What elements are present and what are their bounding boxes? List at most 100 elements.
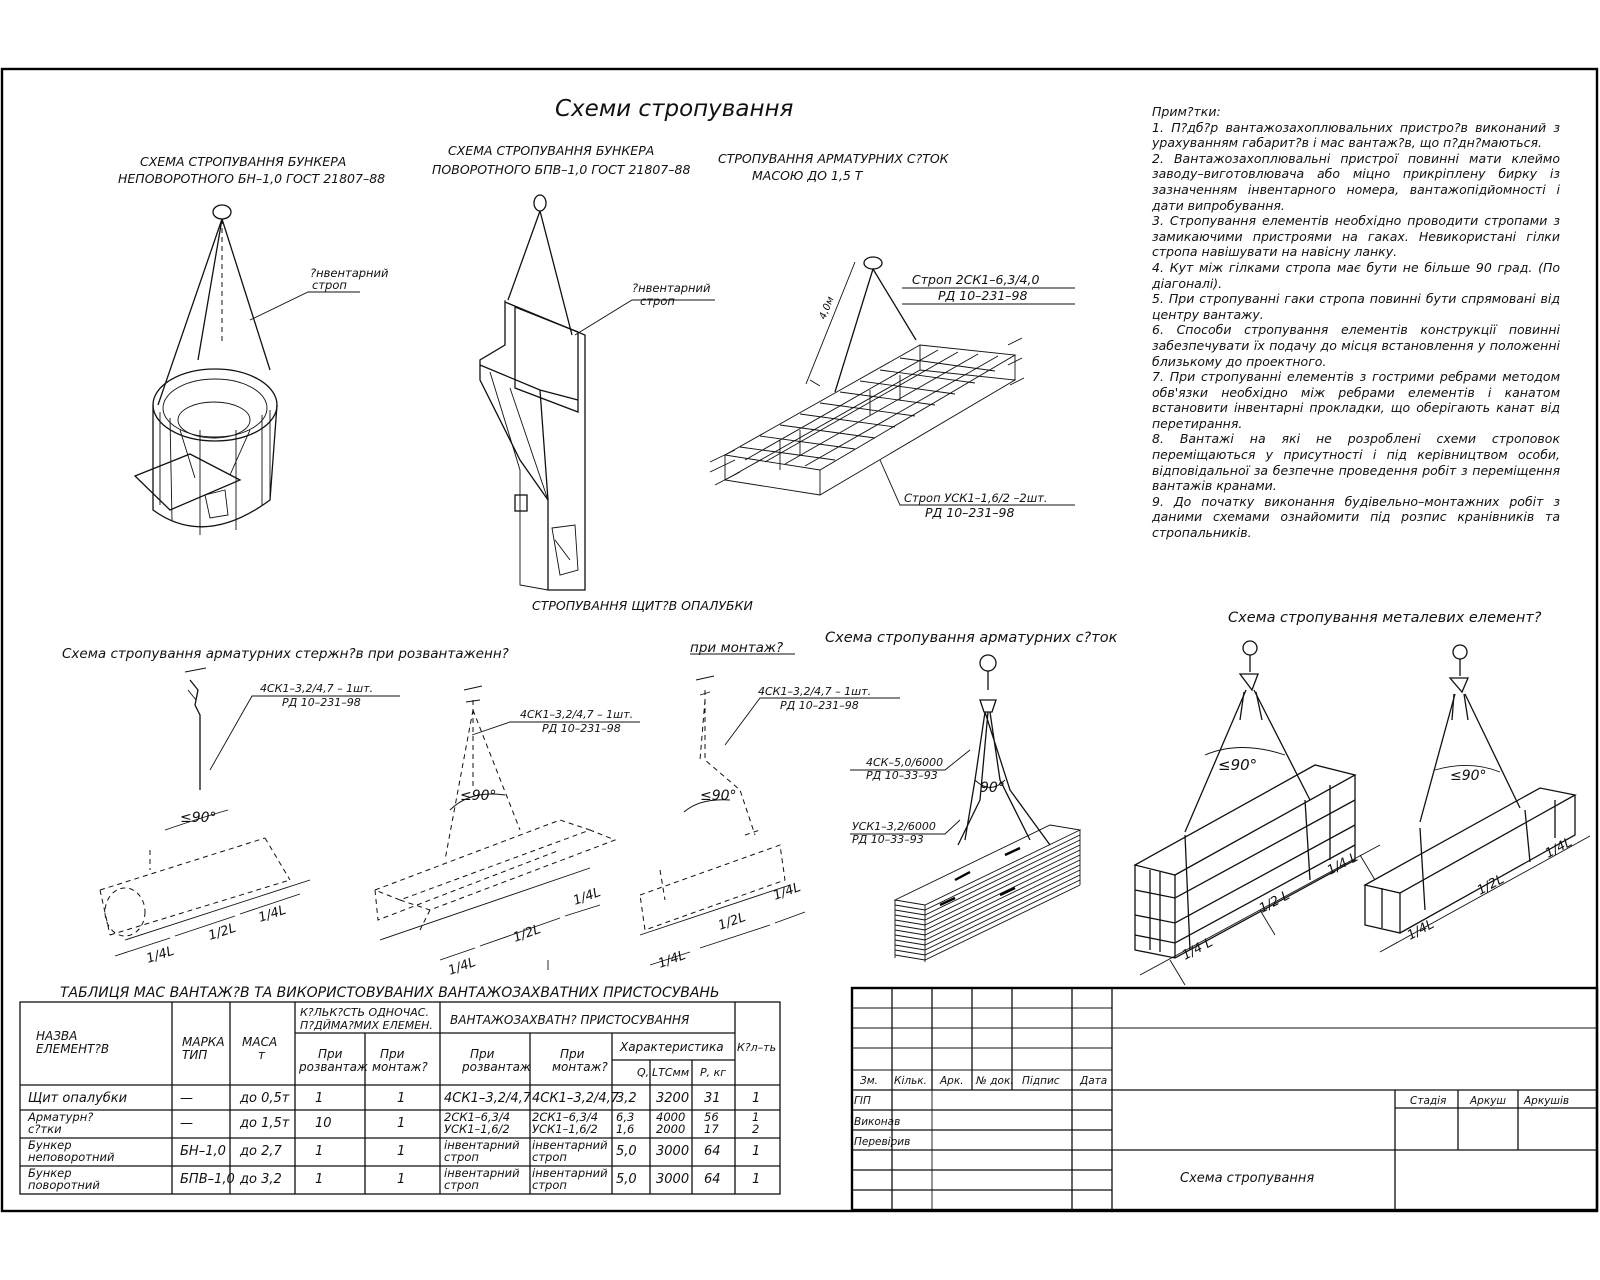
stamp-col-qty: Кільк. <box>894 1075 927 1087</box>
rods-dim-b-h: 1/2L <box>511 922 543 946</box>
rods-sling-a-2: РД 10–231–98 <box>282 696 361 709</box>
th-count-unload-2: розвантаж <box>298 1060 368 1074</box>
table-cell-name: Арматурн? <box>27 1110 93 1124</box>
rods-dim-c-h: 1/2L <box>716 910 748 934</box>
table-cell-mark: — <box>180 1116 193 1131</box>
table-cell-q: 5,0 <box>616 1172 637 1187</box>
note-item: 7. При стропуванні елементів з гострими … <box>1152 369 1560 431</box>
table-cell-qty: 1 <box>752 1144 760 1159</box>
bunker-fixed-scheme: СХЕМА СТРОПУВАННЯ БУНКЕРА НЕПОВОРОТНОГО … <box>118 154 389 535</box>
rods-sling-c-1: 4СК1–3,2/4,7 – 1шт. <box>758 685 871 698</box>
mesh-light-sling-top-1: Строп 2СК1–6,3/4,0 <box>912 272 1040 287</box>
notes-block: Прим?тки: 1. П?дб?р вантажозахоплювальни… <box>1152 104 1560 541</box>
stamp-sheets: Аркушів <box>1523 1095 1569 1107</box>
stamp-col-change: Зм. <box>860 1075 878 1087</box>
th-name-2: ЕЛЕМЕНТ?В <box>36 1042 109 1056</box>
mesh-heavy-sling-1a: 4СК–5,0/6000 <box>866 756 943 769</box>
table-cell-p: 17 <box>704 1122 719 1136</box>
rods-title-mount: при монтаж? <box>690 640 783 656</box>
stamp-col-date: Дата <box>1079 1075 1107 1087</box>
title-block: Зм. Кільк. Арк. № док. Підпис Дата ГІП В… <box>850 986 1599 1212</box>
metal-angle-2: ≤90° <box>1450 768 1487 784</box>
th-mass-2: т <box>258 1048 266 1062</box>
table-cell-du: 4СК1–3,2/4,7 <box>444 1091 532 1106</box>
bunker-rotary-title-2: ПОВОРОТНОГО БПВ–1,0 ГОСТ 21807–88 <box>432 162 690 177</box>
bunker-fixed-strop-label-2: строп <box>312 278 347 292</box>
bunker-rotary-scheme: СХЕМА СТРОПУВАННЯ БУНКЕРА ПОВОРОТНОГО БП… <box>432 143 715 591</box>
note-item: 3. Стропування елементів необхідно прово… <box>1152 213 1560 260</box>
mesh-light-dim: 4,0м <box>818 295 837 321</box>
mesh-heavy-scheme: Схема стропування арматурних с?ток 4СК–5… <box>825 630 1118 962</box>
th-count-mount-2: монтаж? <box>372 1060 428 1074</box>
table-cell-l: 3000 <box>656 1172 689 1187</box>
th-count-mount-1: При <box>380 1047 405 1061</box>
table-cell-du: 2СК1–6,3/4 <box>444 1110 510 1124</box>
stamp-sheet: Аркуш <box>1469 1095 1506 1107</box>
stamp-col-sign: Підпис <box>1022 1075 1060 1087</box>
table-cell-l: 3200 <box>656 1091 689 1106</box>
mesh-heavy-angle: 90° <box>980 780 1005 796</box>
mesh-heavy-sling-2a: УСК1–3,2/6000 <box>852 820 936 833</box>
table-cell-dm: строп <box>532 1150 567 1164</box>
table-cell-name: неповоротний <box>28 1150 115 1164</box>
table-cell-p: 31 <box>704 1091 721 1106</box>
mesh-light-sling-bot-1: Строп УСК1–1,6/2 –2шт. <box>904 491 1048 505</box>
note-item: 9. До початку виконання будівельно–монта… <box>1152 493 1560 541</box>
metal-dim-h1: 1/2 L <box>1257 888 1293 916</box>
table-cell-mass: до 3,2 <box>239 1172 282 1187</box>
metal-scheme: Схема стропування металевих елемент? ≤90… <box>1133 610 1591 986</box>
metal-angle-1: ≤90° <box>1218 756 1257 774</box>
metal-dim-q2: 1/4L <box>1405 917 1437 943</box>
rods-title-unload: Схема стропування арматурних стержн?в пр… <box>62 646 509 662</box>
table-cell-dm: 2СК1–6,3/4 <box>532 1110 598 1124</box>
bunker-fixed-title-1: СХЕМА СТРОПУВАННЯ БУНКЕРА <box>140 154 346 169</box>
table-cell-l: 2000 <box>656 1122 685 1136</box>
table-cell-cu: 10 <box>315 1116 332 1131</box>
rods-angle-a: ≤90° <box>180 810 217 826</box>
table-cell-cm: 1 <box>397 1144 405 1159</box>
table-cell-cm: 1 <box>397 1116 405 1131</box>
table-cell-cm: 1 <box>397 1091 405 1106</box>
note-item: 8. Вантажі на які не розроблені схеми ст… <box>1152 431 1560 494</box>
table-cell-q: 3,2 <box>616 1091 637 1106</box>
stamp-role-checker: Перевірив <box>854 1136 910 1148</box>
bunker-rotary-strop-label-1: ?нвентарний <box>632 281 711 295</box>
table-cell-dm: інвентарний <box>532 1138 608 1152</box>
rods-dim-c-q1: 1/4L <box>656 948 688 972</box>
table-cell-name: Бункер <box>28 1138 72 1152</box>
mesh-light-sling-top-2: РД 10–231–98 <box>938 288 1027 303</box>
table-cell-name: поворотний <box>28 1178 100 1192</box>
th-qty: К?л–ть <box>737 1041 776 1054</box>
note-item: 2. Вантажозахоплювальні пристрої повинні… <box>1152 150 1560 213</box>
table-cell-du: строп <box>444 1178 479 1192</box>
table-cell-dm: 4СК1–3,2/4,7 <box>532 1091 620 1106</box>
th-devices: ВАНТАЖОЗАХВАТН? ПРИСТОСУВАННЯ <box>450 1013 690 1027</box>
table-cell-name: Бункер <box>28 1166 72 1180</box>
th-dev-mount-1: При <box>560 1047 585 1061</box>
table-cell-dm: строп <box>532 1178 567 1192</box>
rods-dim-a-q1: 1/4L <box>145 944 176 967</box>
table-cell-cu: 1 <box>315 1091 323 1106</box>
table-cell-q: 1,6 <box>616 1122 634 1136</box>
table-cell-dm: УСК1–1,6/2 <box>532 1122 598 1136</box>
mesh-light-title-2: МАСОЮ ДО 1,5 Т <box>752 168 864 183</box>
table-cell-mark: — <box>180 1091 193 1106</box>
th-count-2: П?ДЙМА?МИХ ЕЛЕМЕН. <box>300 1019 433 1032</box>
table-cell-q: 6,3 <box>616 1110 634 1124</box>
stamp-role-executor: Виконав <box>854 1116 900 1128</box>
table-cell-cm: 1 <box>397 1172 405 1187</box>
stamp-title: Схема стропування <box>1180 1171 1314 1186</box>
table-cell-q: 5,0 <box>616 1144 637 1159</box>
th-mark-2: ТИП <box>182 1048 207 1062</box>
table-cell-p: 64 <box>704 1172 721 1187</box>
mesh-heavy-sling-2b: РД 10–33–93 <box>852 833 924 846</box>
th-dev-mount-2: монтаж? <box>552 1060 608 1074</box>
th-chars: Характеристика <box>619 1040 724 1054</box>
table-cell-du: інвентарний <box>444 1166 520 1180</box>
rods-sling-b-1: 4СК1–3,2/4,7 – 1шт. <box>520 708 633 721</box>
table-cell-qty: 1 <box>752 1110 759 1124</box>
table-cell-p: 64 <box>704 1144 721 1159</box>
loads-table: ТАБЛИЦЯ МАС ВАНТАЖ?В ТА ВИКОРИСТОВУВАНИХ… <box>19 985 781 1195</box>
mesh-heavy-sling-1b: РД 10–33–93 <box>866 769 938 782</box>
